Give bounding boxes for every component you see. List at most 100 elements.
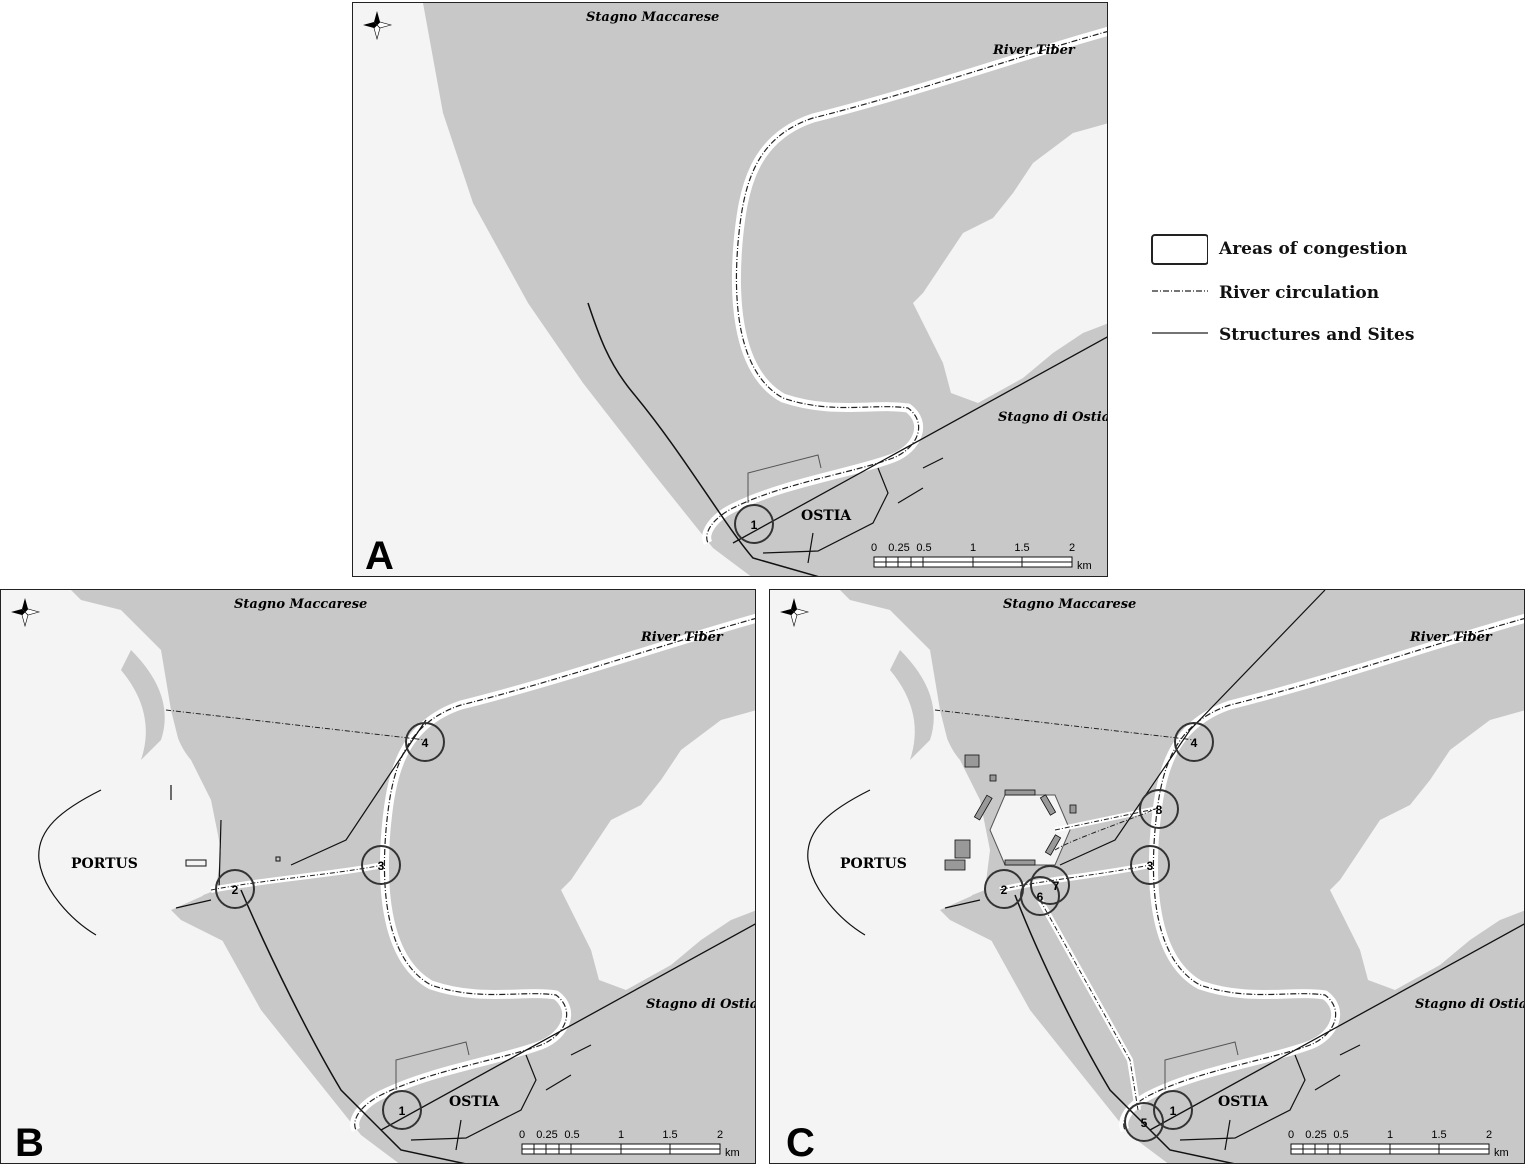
svg-text:1: 1 xyxy=(618,1129,624,1141)
river-circulation-line xyxy=(1123,617,1524,1131)
svg-text:0: 0 xyxy=(1288,1129,1294,1141)
congestion-label: 4 xyxy=(1191,736,1198,750)
congestion-label: 2 xyxy=(1001,883,1008,897)
map-panel-b: 1 2 3 4 Stagno Maccarese River Tiber Sta… xyxy=(0,589,756,1164)
congestion-circle xyxy=(215,869,255,909)
compass-rose-icon xyxy=(11,598,41,628)
portus-mole xyxy=(121,650,165,760)
svg-text:1.5: 1.5 xyxy=(1014,542,1029,554)
land-area xyxy=(71,590,755,1163)
congestion-label: 1 xyxy=(1170,1104,1177,1118)
map-panel-a: 1 Stagno Maccarese River Tiber Stagno di… xyxy=(352,2,1108,577)
label-stagno-maccarese: Stagno Maccarese xyxy=(234,597,367,612)
scale-bar: 0 0.25 0.5 1 1.5 2 km xyxy=(871,542,1092,572)
svg-text:km: km xyxy=(1494,1147,1509,1159)
label-ostia: OSTIA xyxy=(449,1094,500,1110)
structure-building xyxy=(275,856,281,862)
compass-rose-icon xyxy=(363,11,393,41)
svg-text:0.25: 0.25 xyxy=(888,542,909,554)
congestion-circle xyxy=(1174,722,1214,762)
svg-text:1.5: 1.5 xyxy=(1431,1129,1446,1141)
compass-rose-icon xyxy=(780,598,810,628)
legend-label: Areas of congestion xyxy=(1219,239,1408,259)
structure-line xyxy=(455,1044,592,1151)
lagoon-stagno-di-ostia xyxy=(913,123,1107,403)
label-ostia: OSTIA xyxy=(801,508,852,524)
congestion-label: 6 xyxy=(1037,890,1044,904)
dash-dot-line-icon xyxy=(1152,290,1208,292)
congestion-circle xyxy=(1124,1102,1164,1142)
structure-outline xyxy=(747,454,822,503)
congestion-circle xyxy=(1139,789,1179,829)
structure-line xyxy=(807,457,944,564)
road-structure xyxy=(1014,894,1235,1163)
svg-text:0.5: 0.5 xyxy=(564,1129,579,1141)
svg-text:2: 2 xyxy=(1069,542,1075,554)
canal-circulation-line xyxy=(1054,807,1159,851)
solid-line-icon xyxy=(1152,332,1208,334)
land-area xyxy=(840,590,1524,1163)
svg-text:2: 2 xyxy=(1486,1129,1492,1141)
svg-text:km: km xyxy=(1077,560,1092,572)
river-circulation-line xyxy=(706,30,1107,544)
svg-text:km: km xyxy=(725,1147,740,1159)
svg-text:0: 0 xyxy=(871,542,877,554)
label-river-tiber: River Tiber xyxy=(640,630,724,645)
panel-letter: A xyxy=(365,534,394,577)
svg-text:1: 1 xyxy=(970,542,976,554)
canal-circulation-line xyxy=(1039,899,1139,1111)
svg-text:0.5: 0.5 xyxy=(1333,1129,1348,1141)
structure-line xyxy=(1224,1044,1361,1151)
structure-outline xyxy=(1164,1041,1239,1090)
harbour-outline xyxy=(38,785,222,936)
congestion-label: 3 xyxy=(1147,859,1154,873)
congestion-label: 7 xyxy=(1053,879,1060,893)
congestion-circle xyxy=(361,845,401,885)
lagoon-stagno-di-ostia xyxy=(1330,710,1524,990)
congestion-label: 8 xyxy=(1156,803,1163,817)
label-stagno-di-ostia: Stagno di Ostia xyxy=(646,997,756,1012)
road-structure xyxy=(587,302,819,576)
structure-line xyxy=(1179,1054,1306,1141)
congestion-label: 5 xyxy=(1141,1116,1148,1130)
river-circulation-line xyxy=(354,617,755,1131)
label-river-tiber: River Tiber xyxy=(1409,630,1493,645)
scale-bar: 0 0.25 0.5 1 1.5 2 km xyxy=(1288,1129,1509,1159)
legend-label: Structures and Sites xyxy=(1219,325,1415,345)
congestion-label: 2 xyxy=(232,883,239,897)
harbour-outline xyxy=(807,789,981,936)
svg-text:0.25: 0.25 xyxy=(1305,1129,1326,1141)
road-structure xyxy=(290,719,427,866)
legend-item-structures: Structures and Sites xyxy=(1148,318,1518,352)
svg-text:1: 1 xyxy=(1387,1129,1393,1141)
panel-letter: B xyxy=(15,1121,44,1164)
structure-line xyxy=(762,467,889,554)
congestion-circle xyxy=(382,1090,422,1130)
road-structure xyxy=(380,923,755,1131)
svg-text:2: 2 xyxy=(717,1129,723,1141)
congestion-box-icon xyxy=(1151,234,1208,265)
congestion-circle xyxy=(1130,845,1170,885)
label-stagno-di-ostia: Stagno di Ostia xyxy=(998,410,1108,425)
label-river-tiber: River Tiber xyxy=(992,43,1076,58)
svg-text:1.5: 1.5 xyxy=(662,1129,677,1141)
road-structure xyxy=(1059,590,1326,866)
congestion-label: 1 xyxy=(751,518,758,532)
congestion-circle xyxy=(734,504,774,544)
congestion-label: 3 xyxy=(378,859,385,873)
land-area xyxy=(423,3,1107,576)
structure-outline xyxy=(395,1041,470,1090)
svg-text:0.5: 0.5 xyxy=(916,542,931,554)
structure-line xyxy=(410,1054,537,1141)
congestion-circle xyxy=(1020,876,1060,916)
portus-mole xyxy=(890,650,934,760)
label-portus: PORTUS xyxy=(71,856,138,872)
legend-label: River circulation xyxy=(1219,283,1380,303)
congestion-circle xyxy=(405,722,445,762)
scale-bar: 0 0.25 0.5 1 1.5 2 km xyxy=(519,1129,740,1159)
congestion-label: 4 xyxy=(422,736,429,750)
portus-basin xyxy=(799,660,990,920)
canal-circulation-line xyxy=(165,709,427,741)
map-legend: Areas of congestion River circulation St… xyxy=(1148,232,1518,362)
congestion-circle xyxy=(1030,865,1070,905)
